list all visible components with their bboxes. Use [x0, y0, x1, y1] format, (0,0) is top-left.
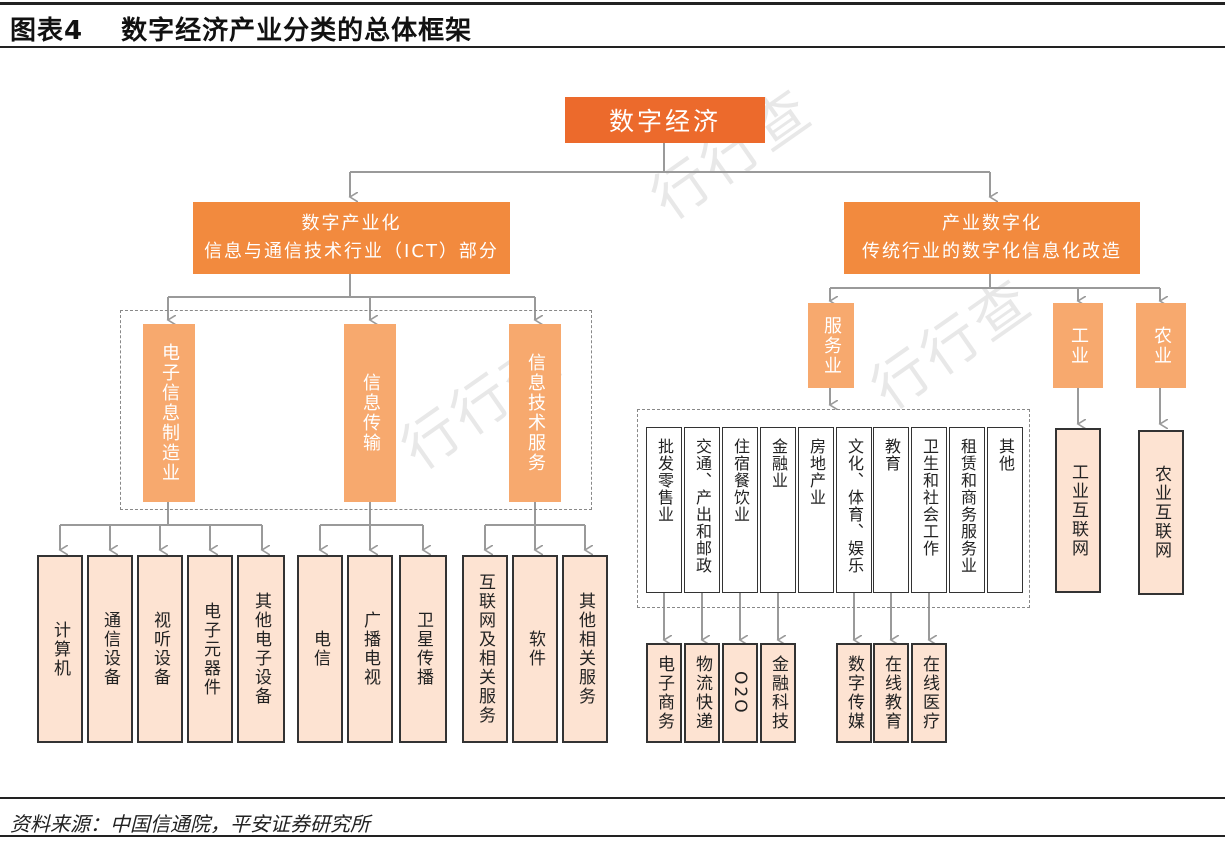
- service-industries-frame: [637, 409, 1030, 608]
- leaf-label: 物流快递: [692, 655, 712, 731]
- leaf-label: 计算机: [50, 620, 70, 678]
- service-item: 教育: [873, 427, 909, 593]
- leaf-label: 互联网及相关服务: [475, 573, 495, 725]
- service-item: 交通、产出和邮政: [684, 427, 720, 593]
- service-item-label: 房地产业: [807, 438, 826, 506]
- leaf-node: 广播电视: [347, 555, 393, 743]
- leaf-node: 通信设备: [87, 555, 133, 743]
- service-item-label: 金融业: [769, 438, 788, 489]
- group-label: 信息技术服务: [525, 353, 546, 473]
- digital-leaf: 物流快递: [684, 643, 720, 743]
- digital-industrialization-node: 数字产业化 信息与通信技术行业（ICT）部分: [193, 202, 510, 274]
- service-item-label: 其他: [996, 438, 1015, 472]
- leaf-agricultural-internet: 农业互联网: [1138, 430, 1184, 595]
- leaf-node: 互联网及相关服务: [462, 555, 508, 743]
- leaf-label: 软件: [525, 630, 545, 668]
- service-item: 金融业: [760, 427, 796, 593]
- group-label: 信息传输: [360, 373, 381, 453]
- digital-leaf: 电子商务: [646, 643, 682, 743]
- sector-label: 服务业: [821, 315, 842, 376]
- leaf-label: 农业互联网: [1151, 465, 1171, 560]
- service-item-label: 住宿餐饮业: [731, 438, 750, 523]
- service-item-label: 教育: [882, 438, 901, 472]
- leaf-node: 电信: [297, 555, 343, 743]
- digital-leaf: 数字传媒: [836, 643, 872, 743]
- figure-label: 图表4: [10, 16, 84, 46]
- group-information-transmission: 信息传输: [344, 324, 396, 502]
- leaf-node: 视听设备: [137, 555, 183, 743]
- sector-agriculture: 农业: [1136, 303, 1186, 388]
- service-item-label: 批发零售业: [655, 438, 674, 523]
- digital-leaf: O2O: [722, 643, 758, 743]
- leaf-industrial-internet: 工业互联网: [1055, 428, 1101, 593]
- leaf-label: 广播电视: [360, 611, 380, 687]
- group-label: 电子信息制造业: [159, 343, 180, 483]
- figure-heading: 图表4 数字经济产业分类的总体框架: [10, 10, 472, 47]
- digital-leaf: 在线医疗: [911, 643, 947, 743]
- ict-groups-frame: [120, 310, 592, 510]
- header-rule: [0, 46, 1225, 48]
- service-item-label: 文化、体育、娱乐: [845, 438, 864, 574]
- leaf-node: 计算机: [37, 555, 83, 743]
- footer-rule-top: [0, 797, 1225, 799]
- leaf-label: 其他电子设备: [251, 592, 271, 706]
- leaf-label: 其他相关服务: [575, 592, 595, 706]
- leaf-label: 卫星传播: [413, 611, 433, 687]
- leaf-node: 卫星传播: [399, 555, 447, 743]
- sector-industry: 工业: [1053, 303, 1103, 388]
- node-line-2: 信息与通信技术行业（ICT）部分: [204, 241, 499, 262]
- sector-label: 农业: [1151, 325, 1172, 366]
- node-line-2: 传统行业的数字化信息化改造: [862, 241, 1122, 262]
- service-item: 批发零售业: [646, 427, 682, 593]
- leaf-label: 金融科技: [768, 655, 788, 731]
- leaf-label: O2O: [730, 671, 750, 715]
- sector-label: 工业: [1068, 325, 1089, 366]
- service-item: 住宿餐饮业: [722, 427, 758, 593]
- top-rule: [0, 2, 1225, 5]
- leaf-label: 电子商务: [654, 655, 674, 731]
- digital-leaf: 金融科技: [760, 643, 796, 743]
- service-item: 其他: [987, 427, 1023, 593]
- service-item: 卫生和社会工作: [911, 427, 947, 593]
- leaf-node: 软件: [512, 555, 558, 743]
- node-line-1: 数字产业化: [301, 213, 402, 234]
- leaf-label: 在线教育: [881, 655, 901, 731]
- service-item: 房地产业: [798, 427, 834, 593]
- digital-leaf: 在线教育: [873, 643, 909, 743]
- root-node: 数字经济: [565, 97, 765, 143]
- node-line-1: 产业数字化: [942, 213, 1042, 234]
- figure-title: 数字经济产业分类的总体框架: [121, 16, 473, 46]
- leaf-label: 视听设备: [150, 611, 170, 687]
- footer-rule-bottom: [0, 835, 1225, 837]
- group-it-services: 信息技术服务: [509, 324, 561, 502]
- leaf-node: 其他电子设备: [237, 555, 285, 743]
- leaf-node: 其他相关服务: [562, 555, 608, 743]
- sector-services: 服务业: [808, 303, 854, 388]
- leaf-label: 电信: [310, 630, 330, 668]
- leaf-label: 通信设备: [100, 611, 120, 687]
- service-item: 文化、体育、娱乐: [836, 427, 872, 593]
- service-item: 租赁和商务服务业: [949, 427, 985, 593]
- service-item-label: 交通、产出和邮政: [693, 438, 712, 574]
- group-electronics-manufacturing: 电子信息制造业: [143, 324, 195, 502]
- leaf-node: 电子元器件: [187, 555, 233, 743]
- service-item-label: 租赁和商务服务业: [958, 438, 977, 574]
- leaf-label: 数字传媒: [844, 655, 864, 731]
- leaf-label: 在线医疗: [919, 655, 939, 731]
- source-note: 资料来源：中国信通院，平安证券研究所: [10, 812, 370, 836]
- leaf-label: 电子元器件: [200, 601, 220, 697]
- industrial-digitization-node: 产业数字化 传统行业的数字化信息化改造: [844, 202, 1140, 274]
- service-item-label: 卫生和社会工作: [920, 438, 939, 557]
- leaf-label: 工业互联网: [1068, 463, 1088, 558]
